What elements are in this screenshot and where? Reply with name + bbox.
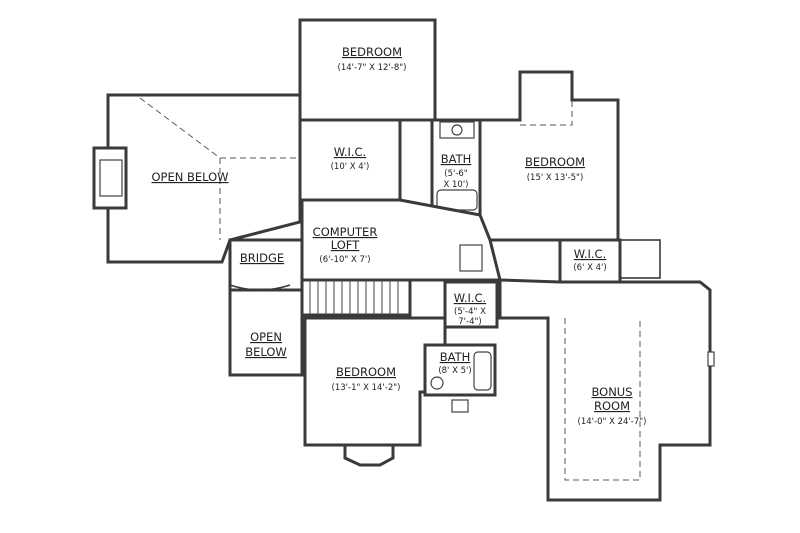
open-below-left-label: OPEN BELOW [151,170,228,184]
bath-top-sink-bowl [451,124,463,136]
bedroom-top-name: BEDROOM [342,45,402,59]
bonus-room-ceiling-line [564,318,641,481]
bonus-room-size: (14'-0" X 24'-7") [578,417,647,427]
bath-bottom-toilet [430,376,444,390]
bedroom-right-name: BEDROOM [525,155,585,169]
wic-right-outline [558,238,622,284]
bath-top-size-2: X 10') [444,180,469,190]
open-below-bottom-name-2: BELOW [245,345,287,359]
open-below-bottom-name-1: OPEN [250,330,282,344]
wic-right-size: (6' X 4') [573,263,606,273]
bonus-room-vent [707,351,715,367]
bridge-label: BRIDGE [240,251,284,265]
label-bonus-room: BONUS ROOM (14'-0" X 24'-7") [578,385,647,427]
bottom-bay-window [343,443,395,467]
bedroom-bottom-name: BEDROOM [336,365,396,379]
bedroom-right-outline [478,70,620,242]
bedroom-top-size: (14'-7" X 12'-8") [338,63,407,73]
label-bedroom-right: BEDROOM (15' X 13'-5") [525,155,585,183]
bridge-outline [228,238,304,292]
loft-column [459,244,483,272]
bonus-room-outline [498,278,712,502]
label-wic-middle: W.I.C. (5'-4" X 7'-4") [454,291,486,327]
label-bedroom-top: BEDROOM (14'-7" X 12'-8") [338,45,407,73]
bath-bottom-size: (8' X 5') [438,366,471,376]
label-bedroom-bottom: BEDROOM (13'-1" X 14'-2") [332,365,401,393]
bedroom-right-ceiling-line [520,100,573,126]
left-bay-inner [99,159,123,197]
bath-top-name: BATH [441,152,472,166]
wic-middle-outline [443,280,499,329]
bath-bottom-sink [451,399,469,413]
wic-middle-size-2: 7'-4") [458,317,481,327]
wic-right-side [619,239,661,279]
wic-middle-size-1: (5'-4" X [454,307,486,317]
bath-bottom-name: BATH [440,350,471,364]
bedroom-bottom-size: (13'-1" X 14'-2") [332,383,401,393]
bath-top-size-1: (5'-6" [444,169,468,179]
wic-top-size: (10' X 4') [331,162,370,172]
bonus-room-name-2: ROOM [594,399,630,413]
staircase [300,278,412,317]
label-bath-bottom: BATH (8' X 5') [438,350,471,376]
wic-top-name: W.I.C. [334,145,366,159]
bath-bottom-tub [473,351,492,391]
label-wic-right: W.I.C. (6' X 4') [573,247,606,273]
label-open-below-bottom: OPEN BELOW [245,330,287,359]
label-computer-loft: COMPUTER LOFT (6'-10" X 7') [313,225,378,265]
bedroom-right-size: (15' X 13'-5") [527,173,584,183]
computer-loft-name-2: LOFT [331,238,360,252]
bonus-room-name-1: BONUS [591,385,632,399]
wic-right-name: W.I.C. [574,247,606,261]
label-bath-top: BATH (5'-6" X 10') [441,152,472,190]
stair-treads [309,280,399,315]
wic-top-outline [298,118,402,202]
wic-middle-name: W.I.C. [454,291,486,305]
computer-loft-size: (6'-10" X 7') [319,255,370,265]
computer-loft-name-1: COMPUTER [313,225,378,239]
label-wic-top: W.I.C. (10' X 4') [331,145,370,172]
open-below-bottom-outline [228,288,304,377]
